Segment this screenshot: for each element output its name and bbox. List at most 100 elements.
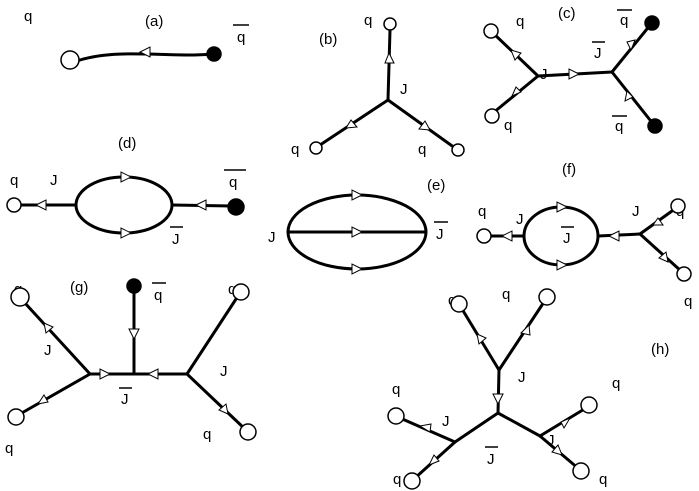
junction-label: J: [400, 81, 408, 98]
quark-label: q: [478, 203, 486, 220]
arrow-marker: [624, 89, 634, 102]
antijunction-label: J: [170, 226, 183, 248]
arrow-marker: [34, 199, 47, 211]
svg-text:J: J: [487, 451, 495, 468]
arrow-marker: [384, 51, 395, 64]
arrow-marker: [652, 217, 664, 226]
string-edge: [610, 70, 656, 127]
string-loop: [74, 175, 174, 235]
arrow-marker: [146, 368, 159, 380]
arrow-marker: [351, 189, 364, 201]
panel-g: (g) q q J J q q q J: [5, 278, 257, 457]
arrow-marker: [607, 230, 620, 242]
string-edge: [318, 98, 390, 147]
arrow-marker: [551, 444, 563, 456]
string-edge: [386, 28, 392, 102]
svg-text:J: J: [563, 230, 571, 247]
antijunction-label: J: [434, 221, 448, 243]
arrow-marker: [194, 199, 207, 211]
quark-node: [538, 288, 556, 306]
arrow-marker: [556, 201, 569, 213]
quark-node: [309, 141, 323, 155]
panel-d: (d) q J q J: [6, 135, 246, 248]
quark-node: [676, 266, 692, 282]
string-edge: [18, 372, 92, 416]
quark-label: q: [291, 141, 299, 158]
string-edge: [185, 294, 240, 376]
svg-text:J: J: [172, 231, 180, 248]
string-loop: [522, 205, 600, 267]
arrow-marker: [476, 333, 487, 345]
junction-label: J: [44, 342, 52, 359]
junction-label: J: [547, 432, 555, 449]
quark-label: q: [418, 141, 426, 158]
quark-label: q: [364, 12, 372, 29]
svg-text:J: J: [121, 391, 129, 408]
string-edge: [496, 368, 501, 415]
arrow-marker: [560, 416, 572, 430]
quark-label: q: [392, 381, 400, 398]
string-edge: [386, 98, 457, 150]
antijunction-label: J: [592, 41, 605, 62]
arrow-marker: [568, 68, 581, 80]
panel-a: (a) q q: [24, 8, 249, 70]
string-edge: [453, 411, 500, 444]
quark-label: q: [5, 440, 13, 457]
quark-label: q: [502, 286, 510, 303]
arrow-marker: [511, 86, 522, 97]
junction-label: J: [518, 369, 526, 386]
arrow-marker: [626, 39, 636, 52]
quark-node: [60, 50, 80, 70]
string-edge: [638, 232, 683, 273]
antiquark-label: q: [224, 169, 246, 191]
panel-label-a: (a): [145, 13, 163, 30]
quark-node: [580, 396, 598, 414]
quark-label: q: [516, 13, 524, 30]
string-edge: [185, 372, 248, 432]
antijunction-label: J: [561, 226, 574, 247]
quark-node: [484, 108, 500, 124]
quark-label: q: [504, 117, 512, 134]
antiquark-label: q: [233, 24, 249, 46]
quark-label: q: [228, 281, 236, 298]
quark-node: [572, 462, 590, 480]
arrow-marker: [520, 323, 531, 336]
quark-node: [10, 287, 30, 307]
arrow-marker: [345, 119, 359, 129]
quark-node: [383, 17, 397, 31]
junction-label: J: [632, 203, 640, 220]
panel-label-b: (b): [319, 31, 337, 48]
quark-node: [451, 143, 465, 157]
junction-label: J: [50, 172, 58, 189]
svg-text:q: q: [237, 29, 245, 46]
panel-label-h: (h): [651, 341, 669, 358]
panel-c: (c) q q J J q q: [483, 5, 663, 135]
quark-node: [6, 197, 22, 213]
arrow-marker: [36, 394, 49, 405]
junction-label: J: [268, 229, 276, 246]
antiquark-node: [206, 46, 222, 62]
antiquark-node: [126, 278, 142, 294]
string-edge: [497, 300, 546, 372]
string-edge: [496, 411, 542, 438]
panel-label-d: (d): [118, 135, 136, 152]
panel-label-c: (c): [558, 5, 576, 22]
quark-label: q: [612, 375, 620, 392]
antijunction-label: J: [119, 387, 132, 408]
junction-label: J: [442, 413, 450, 430]
panel-e: (e) J J: [268, 177, 448, 275]
arrow-marker: [658, 251, 669, 263]
quark-label: q: [393, 471, 401, 488]
arrow-marker: [128, 328, 140, 341]
svg-text:q: q: [615, 118, 623, 135]
antijunction-label: J: [485, 446, 498, 468]
arrow-marker: [218, 403, 229, 415]
arrow-marker: [99, 368, 112, 380]
antiquark-label: q: [617, 9, 632, 29]
antiquark-node: [644, 15, 660, 31]
antiquark-node: [227, 198, 245, 216]
arrow-marker: [351, 226, 364, 238]
quark-node: [483, 23, 499, 39]
panel-b: (b) q J q q: [291, 12, 465, 158]
arrow-marker: [120, 171, 133, 183]
